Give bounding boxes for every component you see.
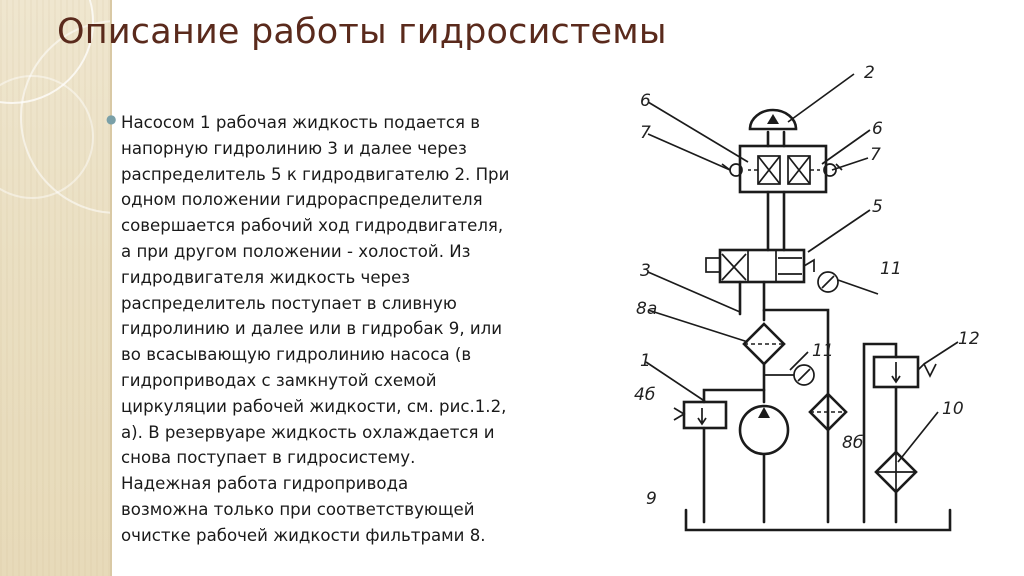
label-12: 12 — [958, 329, 980, 349]
slide-body-text: Насосом 1 рабочая жидкость подается в на… — [121, 113, 510, 545]
label-8b: 8б — [842, 433, 863, 453]
pressure-gauge-11 — [817, 271, 839, 293]
throttle-check-valve-block — [721, 144, 843, 194]
filter-8a — [742, 322, 786, 366]
label-3: 3 — [640, 261, 651, 281]
filter-8b — [808, 392, 848, 432]
decorative-side-strip — [0, 0, 112, 576]
relief-valve-4b — [673, 388, 766, 524]
valve-12 — [862, 342, 937, 524]
bullet-marker: ● — [106, 112, 117, 126]
side-strip-edge — [110, 0, 112, 576]
label-7-right: 7 — [870, 145, 881, 165]
hydraulic-motor-2 — [748, 108, 798, 131]
hydraulic-schematic: 2 6 7 6 7 5 3 11 8а 11 12 1 4б 8б 10 9 — [634, 63, 980, 532]
label-11-mid: 11 — [812, 341, 834, 361]
label-11-top: 11 — [880, 259, 902, 279]
label-7-left: 7 — [640, 123, 651, 143]
slide-title: Описание работы гидросистемы — [57, 12, 667, 52]
label-10: 10 — [942, 399, 964, 419]
label-6-right: 6 — [872, 119, 883, 139]
pump-1 — [738, 404, 790, 456]
label-6-left: 6 — [640, 91, 651, 111]
label-9: 9 — [646, 489, 657, 509]
tank-9 — [684, 508, 952, 532]
distributor-5 — [705, 248, 815, 284]
label-1: 1 — [640, 351, 651, 371]
cooler-10 — [874, 450, 918, 494]
label-8a: 8а — [636, 299, 657, 319]
label-2: 2 — [864, 63, 875, 83]
label-5: 5 — [872, 197, 883, 217]
label-4b: 4б — [634, 385, 655, 405]
